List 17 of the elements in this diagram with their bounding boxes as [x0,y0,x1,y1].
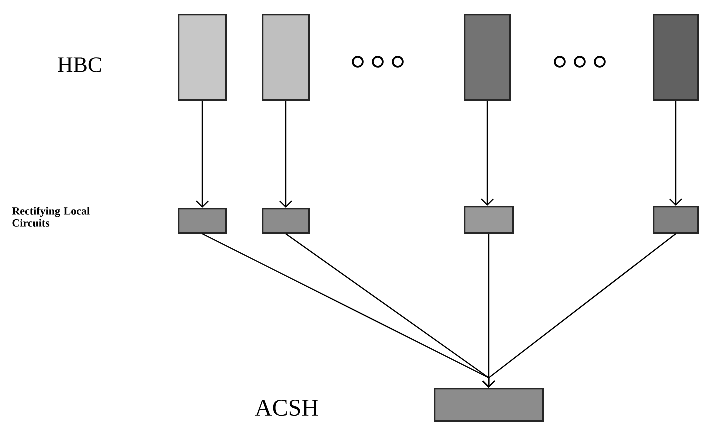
arrow [482,234,676,388]
arrow [196,101,209,208]
block-box [464,206,514,234]
block-box [434,388,544,422]
arrow [670,101,682,206]
block-box [262,14,310,101]
label: HBC [58,58,102,72]
arrow [280,101,292,208]
label: Rectifying Local Circuits [12,207,90,227]
block-box [653,206,699,234]
block-box [464,14,511,101]
block-box [262,208,310,234]
arrow [481,101,494,206]
block-box [178,14,227,101]
block-box [178,208,227,234]
block-box [653,14,699,101]
label: ACSH [255,400,318,416]
